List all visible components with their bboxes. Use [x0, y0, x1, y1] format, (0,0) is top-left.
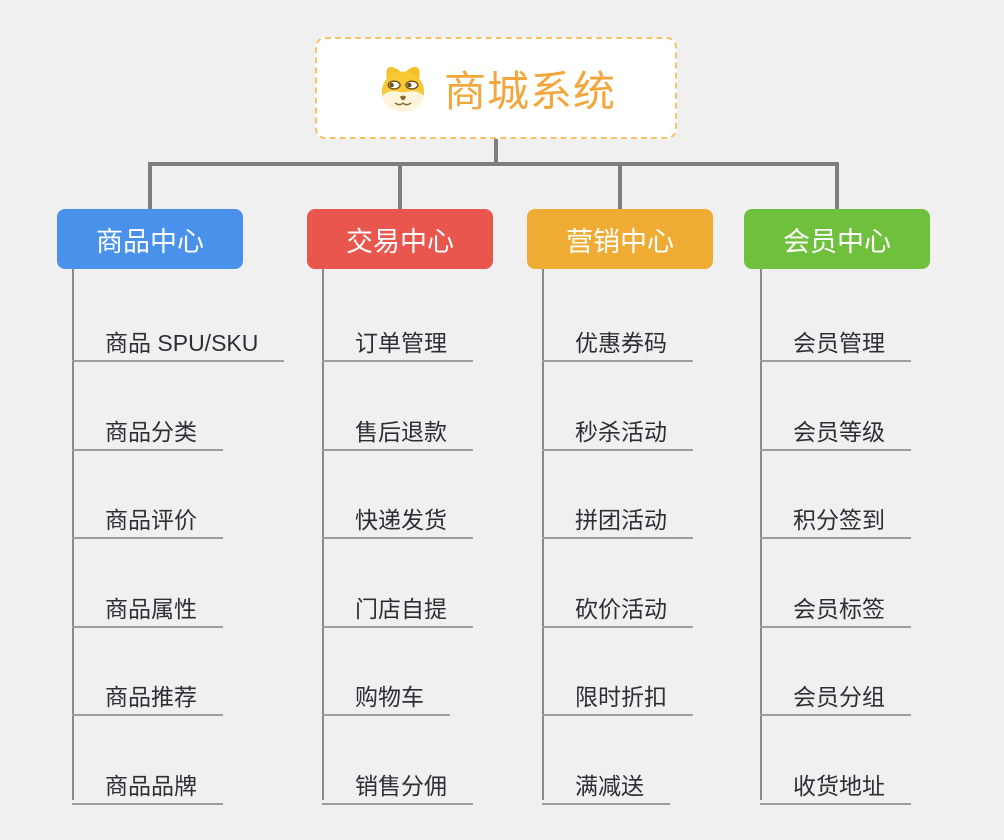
branch-node-trade[interactable]: 交易中心 [307, 209, 493, 269]
branch-rail-line [148, 162, 839, 166]
leaf-node[interactable]: 会员分组 [760, 670, 911, 716]
root-node[interactable]: 商城系统 [315, 37, 677, 139]
leaf-node[interactable]: 商品 SPU/SKU [72, 316, 285, 362]
drop-line-marketing [618, 164, 622, 209]
drop-line-products [148, 164, 152, 209]
leaf-node[interactable]: 会员管理 [760, 316, 911, 362]
leaf-node[interactable]: 售后退款 [322, 405, 473, 451]
leaf-node[interactable]: 拼团活动 [542, 493, 693, 539]
leaf-node[interactable]: 快递发货 [322, 493, 473, 539]
leaf-node[interactable]: 商品分类 [72, 405, 223, 451]
branch-node-products[interactable]: 商品中心 [57, 209, 243, 269]
leaf-node[interactable]: 商品品牌 [72, 759, 223, 805]
leaf-node[interactable]: 积分签到 [760, 493, 911, 539]
leaf-node[interactable]: 限时折扣 [542, 670, 693, 716]
drop-line-trade [398, 164, 402, 209]
spine-line-products [72, 269, 74, 800]
branch-label: 商品中心 [96, 226, 204, 257]
branch-label: 会员中心 [783, 226, 891, 257]
leaf-node[interactable]: 销售分佣 [322, 759, 473, 805]
spine-line-trade [322, 269, 324, 800]
leaf-node[interactable]: 商品属性 [72, 582, 223, 628]
leaf-node[interactable]: 会员标签 [760, 582, 911, 628]
leaf-node[interactable]: 会员等级 [760, 405, 911, 451]
leaf-node[interactable]: 收货地址 [760, 759, 911, 805]
root-title: 商城系统 [443, 67, 616, 115]
branch-node-members[interactable]: 会员中心 [744, 209, 930, 269]
branch-label: 交易中心 [346, 226, 454, 257]
dog-face-icon [381, 66, 425, 112]
leaf-node[interactable]: 订单管理 [322, 316, 473, 362]
spine-line-marketing [542, 269, 544, 800]
root-connector-line [494, 139, 498, 164]
leaf-node[interactable]: 满减送 [542, 759, 670, 805]
leaf-node[interactable]: 商品推荐 [72, 670, 223, 716]
spine-line-members [760, 269, 762, 800]
leaf-node[interactable]: 购物车 [322, 670, 450, 716]
leaf-node[interactable]: 优惠券码 [542, 316, 693, 362]
leaf-node[interactable]: 门店自提 [322, 582, 473, 628]
leaf-node[interactable]: 砍价活动 [542, 582, 693, 628]
branch-label: 营销中心 [566, 226, 674, 257]
leaf-node[interactable]: 商品评价 [72, 493, 223, 539]
drop-line-members [835, 164, 839, 209]
leaf-node[interactable]: 秒杀活动 [542, 405, 693, 451]
branch-node-marketing[interactable]: 营销中心 [527, 209, 713, 269]
